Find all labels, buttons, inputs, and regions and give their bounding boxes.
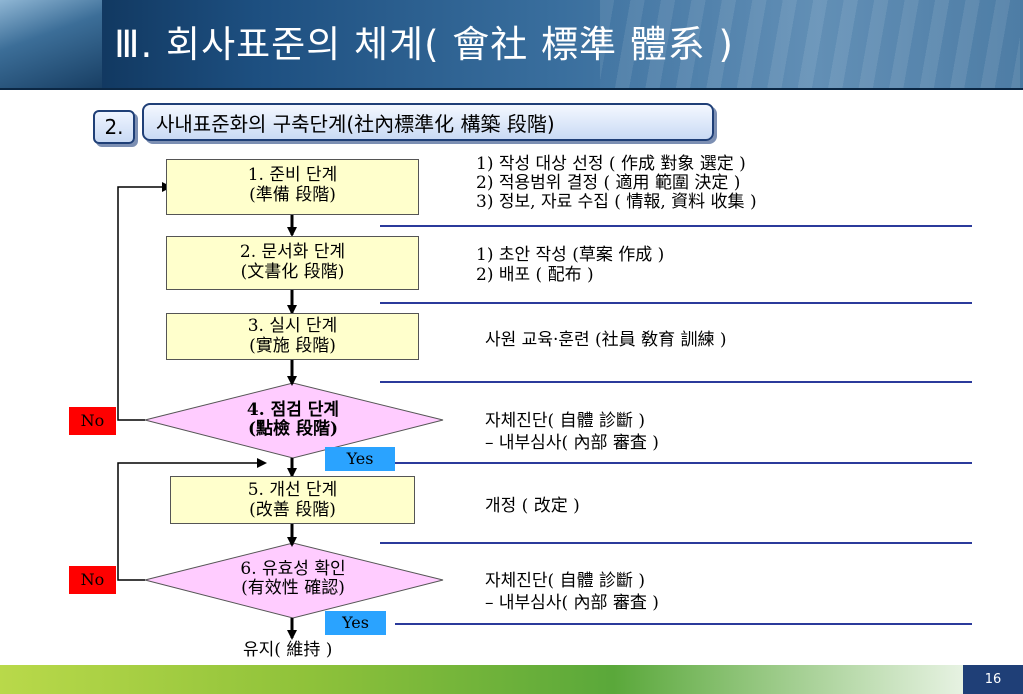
step-description: 개정 ( 改定 )	[485, 496, 580, 516]
decision-diamond-inspect	[144, 382, 444, 459]
decision-diamond-validity	[144, 542, 444, 619]
section-number: 2.	[93, 110, 135, 144]
section-title: 사내표준화의 구축단계(社內標準化 構築 段階)	[142, 103, 714, 141]
description-line: 자체진단( 自體 診斷 )	[485, 571, 646, 591]
no-label: No	[69, 566, 116, 594]
end-label: 유지( 維持 )	[243, 640, 333, 660]
step-box-prepare: 1. 준비 단계 (準備 段階)	[166, 159, 419, 215]
decision-label-inspect: 4. 점검 단계 (點檢 段階)	[200, 401, 386, 439]
step-label: 6. 유효성 확인	[240, 559, 346, 579]
description-line: 개정 ( 改定 )	[485, 496, 580, 516]
step-label: 4. 점검 단계	[246, 400, 340, 420]
step-sublabel: (有效性 確認)	[241, 578, 345, 598]
step-label: 1. 준비 단계	[247, 165, 338, 185]
page-number: 16	[963, 665, 1023, 694]
banner-photo	[0, 0, 102, 90]
banner-rule	[0, 88, 1023, 90]
step-description: 자체진단( 自體 診斷 ) – 내부심사( 內部 審査 )	[485, 570, 659, 614]
step-label: 3. 실시 단계	[247, 316, 338, 336]
step-box-improve: 5. 개선 단계 (改善 段階)	[170, 476, 415, 524]
description-line: 3) 정보, 자료 수집 ( 情報, 資料 收集 )	[476, 192, 757, 212]
step-box-execute: 3. 실시 단계 (實施 段階)	[166, 313, 419, 360]
step-sublabel: (文書化 段階)	[240, 262, 345, 282]
step-label: 2. 문서화 단계	[239, 242, 346, 262]
description-line: 2) 배포 ( 配布 )	[476, 265, 594, 285]
step-description: 1) 작성 대상 선정 ( 作成 對象 選定 ) 2) 적용범위 결정 ( 適用…	[476, 155, 757, 212]
no-label: No	[69, 407, 116, 435]
description-line: 1) 초안 작성 (草案 作成 )	[476, 245, 665, 265]
step-description: 1) 초안 작성 (草案 作成 ) 2) 배포 ( 配布 )	[476, 245, 664, 285]
step-sublabel: (準備 段階)	[249, 185, 336, 205]
step-sublabel: (實施 段階)	[249, 336, 336, 356]
step-sublabel: (改善 段階)	[249, 500, 336, 520]
yes-label: Yes	[325, 611, 386, 635]
banner-decoration	[600, 0, 1020, 90]
title-banner: Ⅲ. 회사표준의 체계( 會社 標準 體系 )	[0, 0, 1023, 90]
description-line: 자체진단( 自體 診斷 )	[485, 411, 646, 431]
yes-label: Yes	[325, 447, 395, 471]
decision-label-validity: 6. 유효성 확인 (有效性 確認)	[200, 560, 386, 598]
description-line: – 내부심사( 內部 審査 )	[485, 593, 659, 613]
page-title: Ⅲ. 회사표준의 체계( 會社 標準 體系 )	[114, 23, 734, 66]
description-line: 2) 적용범위 결정 ( 適用 範圍 決定 )	[476, 173, 741, 193]
step-label: 5. 개선 단계	[247, 480, 338, 500]
step-description: 자체진단( 自體 診斷 ) – 내부심사( 內部 審査 )	[485, 410, 659, 454]
loop-back-line	[117, 182, 172, 421]
footer-bar	[0, 665, 1023, 694]
step-box-document: 2. 문서화 단계 (文書化 段階)	[166, 236, 419, 290]
description-line: – 내부심사( 內部 審査 )	[485, 433, 659, 453]
step-description: 사원 교육·훈련 (社員 敎育 訓練 )	[485, 330, 727, 350]
step-sublabel: (點檢 段階)	[247, 419, 338, 439]
description-line: 사원 교육·훈련 (社員 敎育 訓練 )	[485, 330, 727, 350]
loop-back-line	[117, 458, 267, 581]
description-line: 1) 작성 대상 선정 ( 作成 對象 選定 )	[476, 154, 746, 174]
